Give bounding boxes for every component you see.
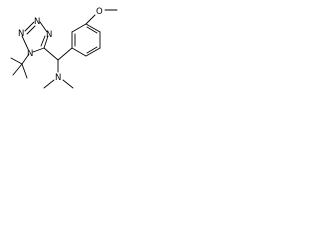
bond-n2-n3-double — [26, 25, 36, 35]
central-carbon-bonds — [43, 47, 73, 73]
tetrazole-ring — [21, 21, 49, 53]
atom-label-n4: N — [46, 30, 52, 40]
bond-tbu-methyl-2 — [12, 63, 23, 76]
bond-n1-n2 — [21, 35, 29, 50]
bond-c5-n1 — [32, 47, 45, 53]
molecule-structure: N N N N O N — [10, 7, 118, 89]
bond-n3-n4 — [39, 21, 48, 33]
bond-ar-5-6 — [85, 47, 101, 57]
bond-n2-n3 — [24, 21, 35, 32]
atom-label-amine-n: N — [55, 73, 61, 83]
bond-ar-o — [85, 14, 96, 25]
bond-n4-c5 — [43, 35, 49, 49]
bond-ar-3-4 — [85, 23, 101, 33]
bond-ch-aryl — [57, 47, 73, 61]
atom-label-methoxy-o: O — [96, 7, 103, 17]
bond-ar-inner-c — [86, 46, 98, 54]
bond-n4-c5-double — [40, 35, 46, 47]
bond-amine-methyl-right — [62, 79, 74, 89]
bond-tbu-methyl-1 — [10, 57, 23, 65]
benzene-ring — [71, 23, 101, 57]
bond-ar-inner-b — [86, 26, 98, 34]
bond-ar-6-1 — [71, 47, 87, 57]
bond-ar-2-3 — [71, 23, 87, 33]
atom-label-n3: N — [34, 17, 40, 27]
bond-tbu-c-n1 — [21, 53, 30, 65]
atom-label-n1: N — [27, 49, 33, 59]
bond-amine-methyl-left — [43, 79, 55, 89]
dimethylamino-group — [43, 79, 74, 89]
bond-tbu-methyl-3 — [21, 63, 28, 79]
bond-c5-ch — [43, 47, 59, 61]
tert-butyl-group — [10, 53, 30, 79]
atom-label-n2: N — [18, 29, 24, 39]
methoxy-group — [85, 9, 118, 25]
